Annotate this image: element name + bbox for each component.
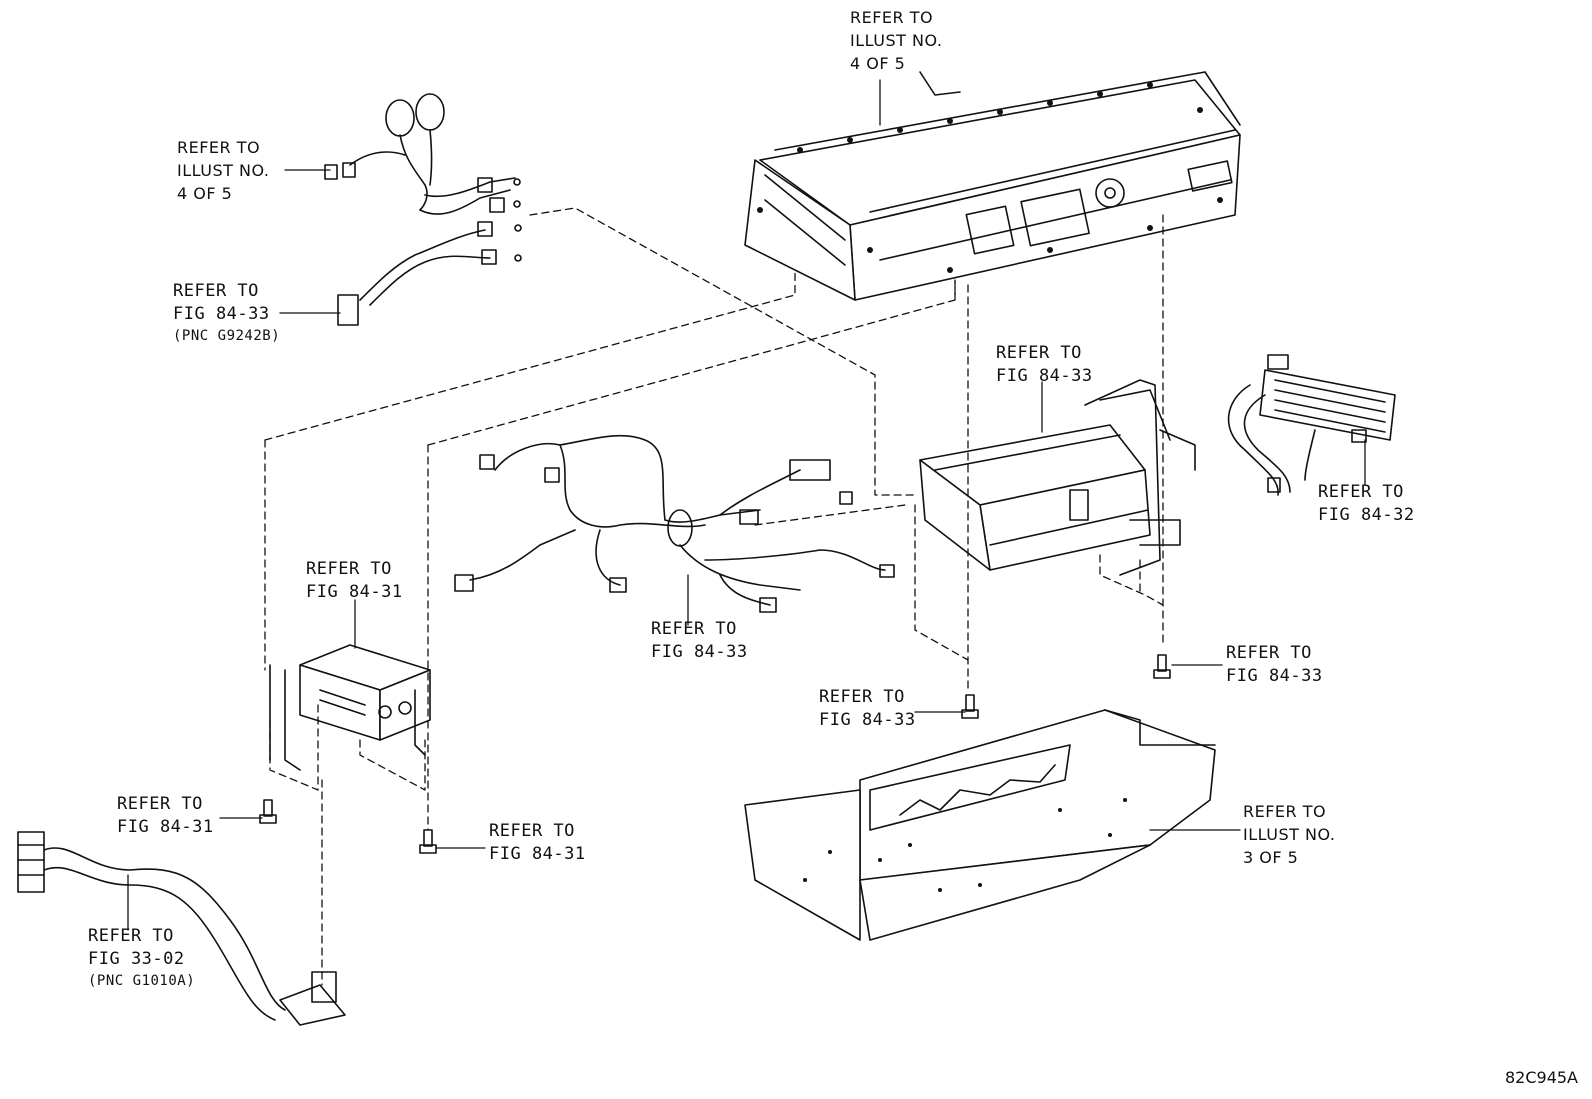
battery-cable-harness: [324, 93, 522, 326]
callout-line: REFER TO: [117, 794, 203, 814]
callout-line: REFER TO: [177, 138, 261, 157]
callout-fig-84-33-pnc: REFER TO FIG 84-33 (PNC G9242B): [173, 280, 280, 346]
callout-illust-4of5-left: REFER TO ILLUST NO. 4 OF 5: [177, 136, 269, 205]
callout-fig-84-31-bolt-left: REFER TO FIG 84-31: [117, 793, 214, 839]
callout-line: FIG 84-33: [996, 366, 1093, 386]
callout-line: REFER TO: [88, 926, 174, 946]
bolt-right-icon: [1153, 654, 1171, 679]
bolt-center-left-icon: [419, 829, 437, 854]
callout-illust-4of5-top: REFER TO ILLUST NO. 4 OF 5: [850, 6, 942, 75]
callout-line: FIG 84-32: [1318, 505, 1415, 525]
leader-lines: [127, 79, 1366, 931]
callout-line: ILLUST NO.: [850, 31, 943, 50]
callout-line: REFER TO: [489, 821, 575, 841]
converter-module: [269, 644, 431, 771]
callout-line: REFER TO: [996, 343, 1082, 363]
callout-line: REFER TO: [1243, 802, 1327, 821]
callout-line: FIG 84-33: [651, 642, 748, 662]
callout-line: FIG 84-31: [306, 582, 403, 602]
callout-line: 4 OF 5: [850, 54, 906, 73]
callout-line: FIG 33-02: [88, 949, 185, 969]
lower-cable-harness: [17, 831, 346, 1026]
callout-line: FIG 84-33: [173, 304, 270, 324]
callout-line: REFER TO: [1318, 482, 1404, 502]
callout-fig-84-33-harness: REFER TO FIG 84-33: [651, 618, 748, 664]
callout-line: FIG 84-33: [819, 710, 916, 730]
callout-fig-84-31-module: REFER TO FIG 84-31: [306, 558, 403, 604]
bolt-center-icon: [961, 694, 979, 719]
callout-line: REFER TO: [306, 559, 392, 579]
callout-line: 4 OF 5: [177, 184, 233, 203]
callout-pnc: (PNC G1010A): [88, 973, 196, 989]
battery-pack-assembly: [744, 71, 1241, 301]
assembly-guides: [264, 207, 1164, 986]
wiring-harness: [454, 434, 895, 613]
callout-fig-84-33-bolt-right: REFER TO FIG 84-33: [1226, 642, 1323, 688]
callout-line: REFER TO: [819, 687, 905, 707]
callout-line: ILLUST NO.: [1243, 825, 1336, 844]
diagram-code: 82C945A: [1504, 1068, 1578, 1087]
callout-line: REFER TO: [651, 619, 737, 639]
callout-fig-84-33-bolt-center: REFER TO FIG 84-33: [819, 686, 916, 732]
callout-illust-3of5: REFER TO ILLUST NO. 3 OF 5: [1243, 800, 1335, 869]
callout-line: FIG 84-33: [1226, 666, 1323, 686]
junction-block-assembly: [919, 379, 1196, 576]
callout-line: REFER TO: [173, 281, 259, 301]
callout-line: FIG 84-31: [117, 817, 214, 837]
callout-line: FIG 84-31: [489, 844, 586, 864]
callout-pnc: (PNC G9242B): [173, 328, 281, 344]
cooling-duct-assembly: [1227, 354, 1396, 496]
callout-line: 3 OF 5: [1243, 848, 1299, 867]
callout-line: REFER TO: [1226, 643, 1312, 663]
bolt-left-icon: [259, 799, 277, 824]
bolts: [259, 654, 1171, 854]
callout-fig-84-32: REFER TO FIG 84-32: [1318, 481, 1415, 527]
callout-fig-84-31-bolt-center: REFER TO FIG 84-31: [489, 820, 586, 866]
callout-line: REFER TO: [850, 8, 934, 27]
callout-line: ILLUST NO.: [177, 161, 270, 180]
callout-fig-84-33-inverter: REFER TO FIG 84-33: [996, 342, 1093, 388]
callout-fig-33-02-pnc: REFER TO FIG 33-02 (PNC G1010A): [88, 925, 195, 991]
under-cover: [744, 709, 1216, 941]
